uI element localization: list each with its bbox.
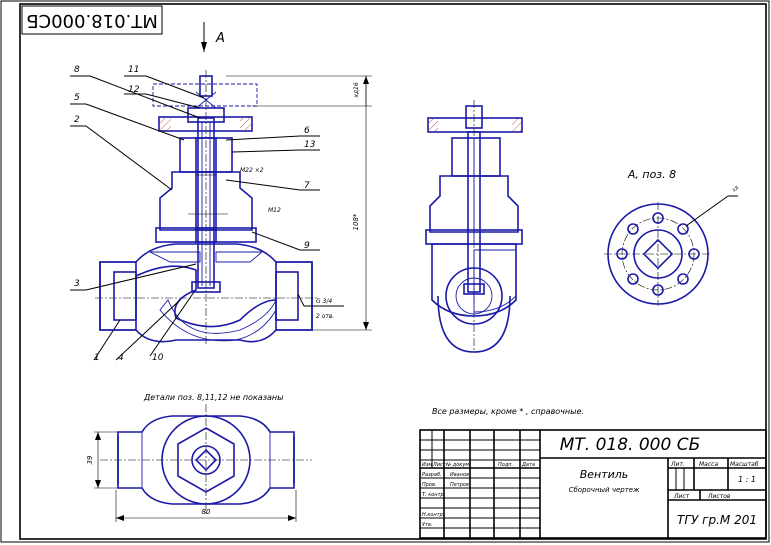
part-7-label: 7 bbox=[304, 181, 310, 191]
front-section-view bbox=[95, 70, 318, 345]
top-view: 80 39 bbox=[86, 404, 312, 522]
title-designation: МТ. 018. 000 СБ bbox=[560, 435, 701, 455]
height-108-label: 108* bbox=[352, 213, 360, 230]
col-masshtab: Масштаб bbox=[730, 461, 759, 468]
title-block: МТ. 018. 000 СБ Вентиль Сборочный чертеж… bbox=[419, 429, 767, 539]
inverted-drawing-number: МТ.018.000СБ bbox=[26, 10, 158, 31]
pipe-thread-label: G 3/4 bbox=[316, 298, 332, 305]
col-izm: Изм bbox=[422, 462, 432, 468]
part-1-label: 1 bbox=[94, 353, 100, 363]
drawing-frame bbox=[19, 3, 767, 540]
razrab-name: Иванов bbox=[450, 472, 469, 478]
pipe-thread-count-label: 2 отв. bbox=[316, 313, 334, 320]
part-8-label: 8 bbox=[74, 65, 80, 75]
height-dimensions: хд16 108* bbox=[226, 75, 372, 331]
organization: ТГУ гр.М 201 bbox=[677, 513, 757, 527]
square-label: хд bbox=[730, 184, 740, 194]
col-sheets: Листов bbox=[707, 493, 731, 500]
leaders-left: 8 5 2 3 1 4 10 bbox=[70, 65, 201, 363]
view-a: А, поз. 8 хд bbox=[604, 168, 740, 306]
prov-name: Петров bbox=[450, 482, 469, 488]
part-2-label: 2 bbox=[74, 115, 80, 125]
part-4-label: 4 bbox=[118, 353, 124, 363]
title-name: Вентиль bbox=[580, 468, 629, 481]
row-utv: Утв. bbox=[422, 522, 433, 528]
col-lit: Лит. bbox=[670, 461, 685, 468]
part-13-label: 13 bbox=[304, 140, 316, 150]
row-razrab: Разраб. bbox=[422, 472, 442, 478]
part-11-label: 11 bbox=[128, 65, 139, 75]
thread-m22-label: М22 ×2 bbox=[240, 167, 264, 174]
scale-value: 1 : 1 bbox=[738, 475, 756, 484]
view-a-label: А, поз. 8 bbox=[627, 168, 676, 181]
part-5-label: 5 bbox=[74, 93, 80, 103]
side-view bbox=[425, 100, 523, 353]
col-sheet: Лист bbox=[673, 493, 690, 500]
view-arrow-label: А bbox=[215, 31, 225, 46]
part-10-label: 10 bbox=[152, 353, 164, 363]
part-6-label: 6 bbox=[304, 126, 310, 136]
row-nkontr: Н.контр. bbox=[422, 512, 444, 518]
part-9-label: 9 bbox=[304, 241, 310, 251]
note-all-dimensions: Все размеры, кроме * , справочные. bbox=[432, 407, 584, 416]
part-3-label: 3 bbox=[74, 279, 80, 289]
view-arrow-a: А bbox=[201, 22, 225, 52]
thread-m12-label: М12 bbox=[268, 207, 281, 214]
note-parts-not-shown: Детали поз. 8,11,12 не показаны bbox=[143, 393, 283, 402]
col-list: Лист bbox=[432, 462, 447, 468]
leaders-right: 11 12 6 13 7 9 М22 ×2 М12 G 3/4 2 отв. bbox=[124, 65, 344, 320]
col-date: Дата bbox=[521, 462, 535, 468]
height-39-label: 39 bbox=[86, 455, 94, 464]
col-doc: № докум. bbox=[445, 462, 471, 468]
top-xd16-label: хд16 bbox=[353, 82, 360, 99]
row-tkontr: Т. контр. bbox=[422, 492, 445, 498]
part-12-label: 12 bbox=[128, 85, 140, 95]
col-sign: Подп. bbox=[498, 462, 513, 468]
col-massa: Масса bbox=[699, 461, 718, 468]
title-doc-type: Сборочный чертеж bbox=[569, 486, 640, 494]
inverted-number-box: МТ.018.000СБ bbox=[21, 5, 163, 35]
width-80-label: 80 bbox=[202, 508, 211, 516]
row-prov: Пров. bbox=[422, 482, 437, 488]
